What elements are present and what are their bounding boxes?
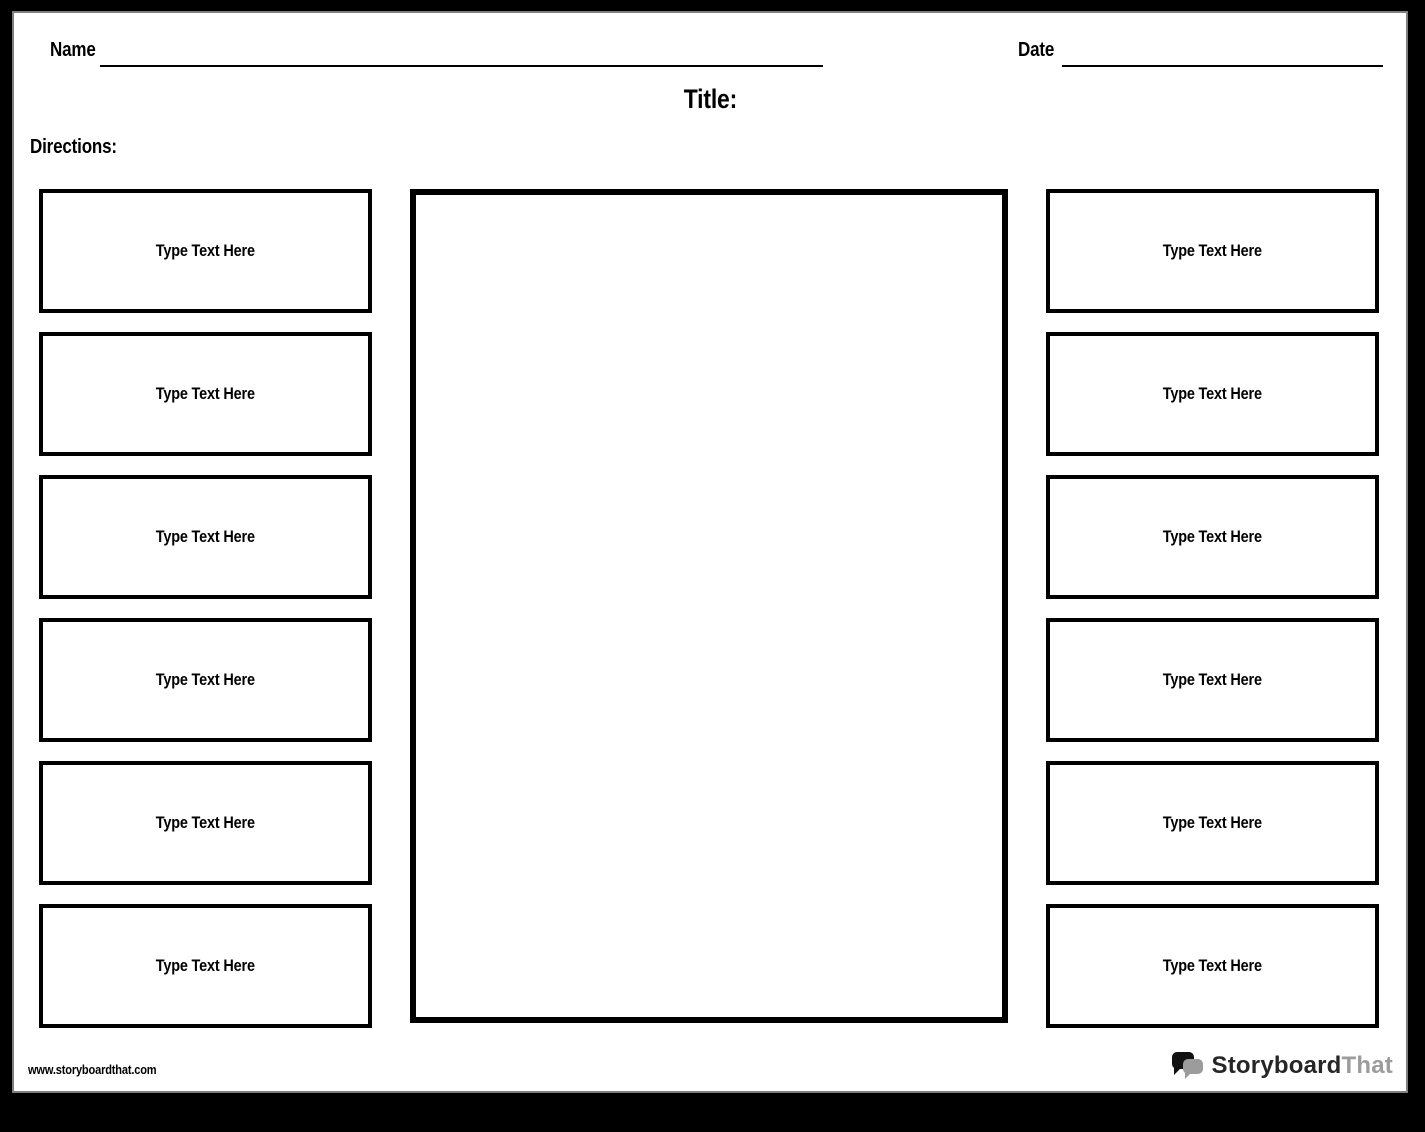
footer-url-text: www.storyboardthat.com	[28, 1062, 157, 1077]
text-box-right-2[interactable]: Type Text Here	[1046, 332, 1379, 456]
text-box-placeholder: Type Text Here	[155, 670, 256, 689]
name-write-line	[100, 65, 823, 67]
text-box-placeholder: Type Text Here	[1162, 384, 1263, 403]
date-write-line	[1062, 65, 1383, 67]
text-box-right-5[interactable]: Type Text Here	[1046, 761, 1379, 885]
text-box-right-1[interactable]: Type Text Here	[1046, 189, 1379, 313]
text-box-left-4[interactable]: Type Text Here	[39, 618, 372, 742]
text-box-right-3[interactable]: Type Text Here	[1046, 475, 1379, 599]
text-box-placeholder: Type Text Here	[1162, 956, 1263, 975]
text-box-left-5[interactable]: Type Text Here	[39, 761, 372, 885]
logo-wordmark-primary: Storyboard	[1211, 1052, 1342, 1079]
text-box-placeholder: Type Text Here	[1162, 670, 1263, 689]
footer-url: www.storyboardthat.com	[28, 1063, 179, 1077]
text-box-left-2[interactable]: Type Text Here	[39, 332, 372, 456]
text-box-left-3[interactable]: Type Text Here	[39, 475, 372, 599]
text-box-left-6[interactable]: Type Text Here	[39, 904, 372, 1028]
text-box-right-6[interactable]: Type Text Here	[1046, 904, 1379, 1028]
title-row: Title:	[14, 84, 1406, 114]
text-box-placeholder: Type Text Here	[155, 527, 256, 546]
page-title: Title:	[683, 84, 737, 114]
text-box-placeholder: Type Text Here	[155, 384, 256, 403]
speech-bubbles-icon	[1171, 1051, 1205, 1081]
text-box-right-4[interactable]: Type Text Here	[1046, 618, 1379, 742]
directions-label: Directions:	[30, 136, 132, 158]
name-label-text: Name	[50, 39, 96, 61]
storyboardthat-logo: StoryboardThat	[1171, 1049, 1393, 1083]
logo-wordmark: StoryboardThat	[1212, 1051, 1393, 1081]
date-label-text: Date	[1018, 39, 1055, 61]
date-label: Date	[1018, 39, 1061, 61]
name-label: Name	[50, 39, 104, 61]
diagram-image-area[interactable]	[410, 189, 1008, 1023]
speech-bubble-gray-icon	[1182, 1059, 1203, 1079]
worksheet-page: Name Date Title: Directions: Type Text H…	[12, 11, 1408, 1093]
text-box-placeholder: Type Text Here	[155, 813, 256, 832]
text-box-left-1[interactable]: Type Text Here	[39, 189, 372, 313]
text-box-placeholder: Type Text Here	[1162, 527, 1263, 546]
text-box-placeholder: Type Text Here	[1162, 813, 1263, 832]
text-box-placeholder: Type Text Here	[155, 241, 256, 260]
text-box-placeholder: Type Text Here	[1162, 241, 1263, 260]
directions-label-text: Directions:	[30, 136, 117, 158]
text-box-placeholder: Type Text Here	[155, 956, 256, 975]
logo-wordmark-secondary: That	[1341, 1052, 1393, 1079]
